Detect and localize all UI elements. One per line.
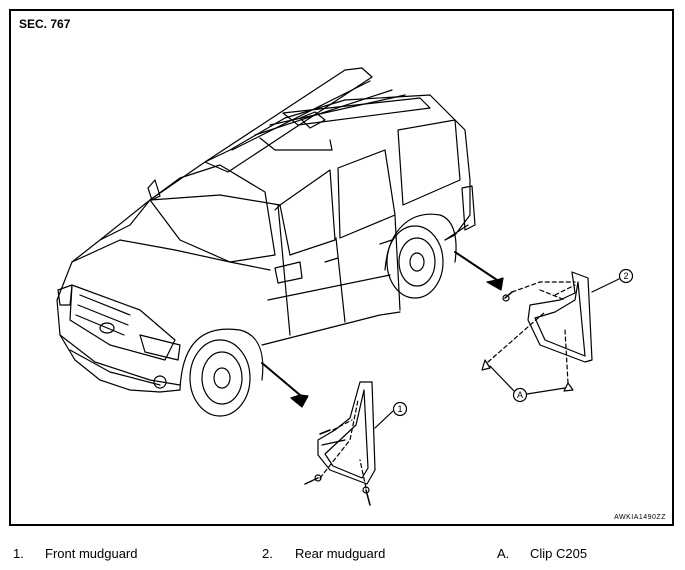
callout-2-label: 2 <box>623 271 628 281</box>
legend-key-2: 2. <box>262 546 273 561</box>
legend-text-2: Rear mudguard <box>295 546 386 561</box>
legend-key-a: A. <box>497 546 510 561</box>
pointer-arrows <box>261 251 504 408</box>
mudguard-diagram: 1 2 A <box>56 67 634 506</box>
rear-mudguard-part <box>481 268 634 403</box>
vehicle-illustration <box>56 67 476 417</box>
callout-1-label: 1 <box>397 404 402 414</box>
legend-key-1: 1. <box>13 546 24 561</box>
legend-text-a: Clip C205 <box>530 546 588 561</box>
front-mudguard-part <box>304 381 408 506</box>
image-code: AWKIA1490ZZ <box>614 514 666 521</box>
parts-legend: 1. Front mudguard 2. Rear mudguard A. Cl… <box>0 546 685 566</box>
callout-a-label: A <box>517 390 523 400</box>
legend-text-1: Front mudguard <box>45 546 138 561</box>
section-label: SEC. 767 <box>19 17 71 31</box>
